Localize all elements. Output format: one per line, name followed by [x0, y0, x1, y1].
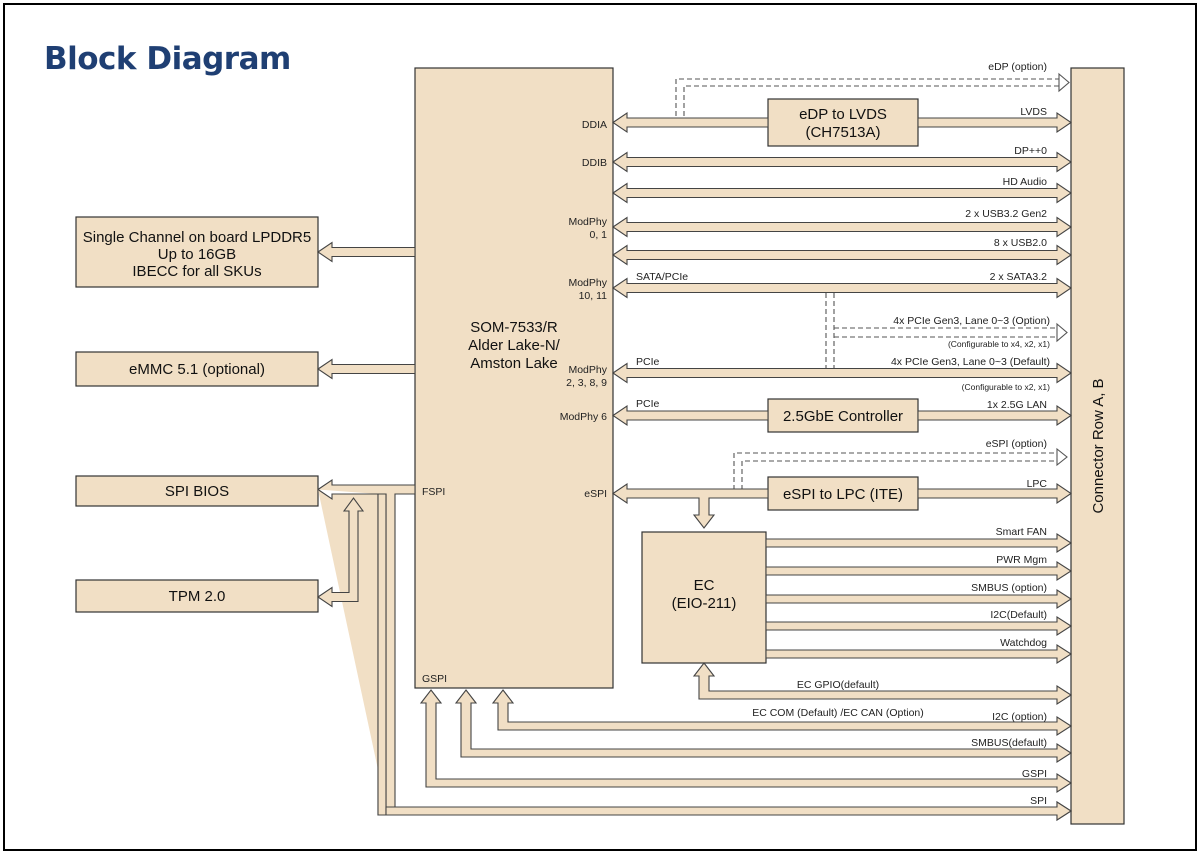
sig-usb20: 8 x USB2.0: [994, 237, 1047, 249]
sig-smbus-default: SMBUS(default): [971, 737, 1047, 749]
lan-bus: [917, 404, 1072, 427]
som-label-1: SOM-7533/R: [470, 319, 558, 336]
sig-pcie-lan: PCIe: [636, 398, 660, 410]
ec-label-1: EC: [694, 577, 715, 594]
espi-option-dash-1: [733, 452, 1057, 490]
smart-fan-bus: [765, 532, 1073, 554]
spi-bios-block: [75, 475, 319, 507]
port-gspi: GSPI: [422, 673, 447, 685]
dp-bus: [612, 151, 1072, 173]
sig-sata-pcie: SATA/PCIe: [636, 271, 688, 283]
edp-option-line-2: [683, 85, 1059, 116]
port-modphy1011-1: ModPhy: [568, 277, 607, 289]
lpddr5-block: [75, 216, 319, 288]
espi-bus: [612, 482, 769, 529]
port-ddia: DDIA: [582, 119, 607, 131]
sig-hd-audio: HD Audio: [1003, 176, 1048, 188]
espi-lpc-label: eSPI to LPC (ITE): [783, 486, 903, 503]
port-modphy2389-2: 2, 3, 8, 9: [566, 377, 607, 389]
gspi-bus: [419, 689, 1073, 794]
smbus-option-bus: [765, 588, 1073, 610]
espi-option-dash-2: [741, 460, 1057, 490]
ec-block: [641, 531, 767, 664]
sig-watchdog: Watchdog: [1000, 637, 1047, 649]
sig-pcie-default-cfg: (Configurable to x2, x1): [962, 382, 1051, 392]
pcie-option-arrow: [1056, 322, 1068, 343]
sig-spi: SPI: [1030, 795, 1047, 807]
sig-sata32: 2 x SATA3.2: [990, 271, 1048, 283]
sig-pcie-option: 4x PCIe Gen3, Lane 0~3 (Option): [893, 315, 1050, 327]
edp-option-arrow: [1058, 72, 1070, 93]
gbe-controller-label: 2.5GbE Controller: [783, 408, 903, 425]
spi-bus-vertical: [377, 493, 387, 816]
tpm-label: TPM 2.0: [169, 588, 226, 605]
emmc-label: eMMC 5.1 (optional): [129, 361, 265, 378]
sig-smart-fan: Smart FAN: [996, 526, 1047, 538]
sig-pcie: PCIe: [636, 356, 660, 368]
pcie-lan-bus: [612, 404, 769, 427]
edp-lvds-label-1: eDP to LVDS: [799, 106, 887, 123]
port-modphy01-2: 0, 1: [589, 229, 607, 241]
espi-option-arrow: [1056, 447, 1068, 467]
sig-ec-gpio: EC GPIO(default): [797, 679, 879, 691]
hd-audio-bus: [612, 182, 1072, 204]
ec-gpio-bus: [692, 662, 1073, 706]
diagram-title: Block Diagram: [44, 41, 291, 77]
tpm-bus: [317, 497, 365, 608]
sig-i2c-default: I2C(Default): [990, 609, 1047, 621]
sig-lan: 1x 2.5G LAN: [987, 399, 1047, 411]
sig-espi-option: eSPI (option): [986, 438, 1047, 450]
sig-pwr-mgm: PWR Mgm: [996, 554, 1047, 566]
pwr-mgm-bus: [765, 560, 1073, 582]
watchdog-bus: [765, 643, 1073, 665]
sig-pcie-option-cfg: (Configurable to x4, x2, x1): [948, 339, 1050, 349]
port-modphy6: ModPhy 6: [560, 411, 607, 423]
som-label-2: Alder Lake-N/: [468, 337, 561, 354]
som-label-3: Amston Lake: [470, 355, 558, 372]
port-ddib: DDIB: [582, 157, 607, 169]
lpddr5-label-1: Single Channel on board LPDDR5: [83, 229, 311, 246]
ec-label-2: (EIO-211): [672, 595, 737, 612]
sig-gspi: GSPI: [1022, 768, 1047, 780]
emmc-bus: [317, 358, 416, 380]
edp-lvds-label-2: (CH7513A): [805, 124, 880, 141]
usb20-bus: [612, 244, 1072, 266]
spi-bus-horizontal: [385, 800, 1073, 822]
sig-usb32: 2 x USB3.2 Gen2: [965, 208, 1047, 220]
sata-bus: [612, 277, 1072, 299]
lvds-bus: [917, 111, 1072, 134]
sig-i2c-option: I2C (option): [992, 711, 1047, 723]
pcie-default-bus: [612, 362, 1072, 384]
som-block: [414, 67, 614, 689]
sig-smbus-option: SMBUS (option): [971, 582, 1047, 594]
spi-bios-label: SPI BIOS: [165, 483, 229, 500]
smbus-default-bus: [454, 689, 1073, 764]
port-fspi: FSPI: [422, 486, 445, 498]
lpddr5-bus: [317, 241, 416, 263]
edp-option-line: [675, 78, 1059, 116]
sig-lvds: LVDS: [1020, 106, 1047, 118]
port-modphy1011-2: 10, 11: [579, 290, 608, 302]
i2c-default-bus: [765, 615, 1073, 637]
port-modphy2389-1: ModPhy: [568, 364, 607, 376]
sig-lpc: LPC: [1027, 478, 1048, 490]
i2c-option-bus: [491, 689, 1073, 737]
port-modphy01-1: ModPhy: [568, 216, 607, 228]
sig-dp: DP++0: [1014, 145, 1047, 157]
sig-pcie-default: 4x PCIe Gen3, Lane 0~3 (Default): [891, 356, 1050, 368]
connector-block: [1070, 67, 1125, 825]
connector-label: Connector Row A, B: [1090, 378, 1107, 513]
lpddr5-label-3: IBECC for all SKUs: [132, 263, 261, 280]
lpc-bus: [917, 482, 1072, 505]
lpddr5-label-2: Up to 16GB: [158, 246, 236, 263]
port-espi: eSPI: [584, 488, 607, 500]
sig-ec-com: EC COM (Default) /EC CAN (Option): [752, 707, 924, 719]
sig-edp-option: eDP (option): [988, 61, 1047, 73]
tpm-block: [75, 579, 319, 613]
edp-lvds-block: [767, 98, 919, 147]
ddia-bus: [612, 111, 769, 134]
usb32-bus: [612, 216, 1072, 238]
